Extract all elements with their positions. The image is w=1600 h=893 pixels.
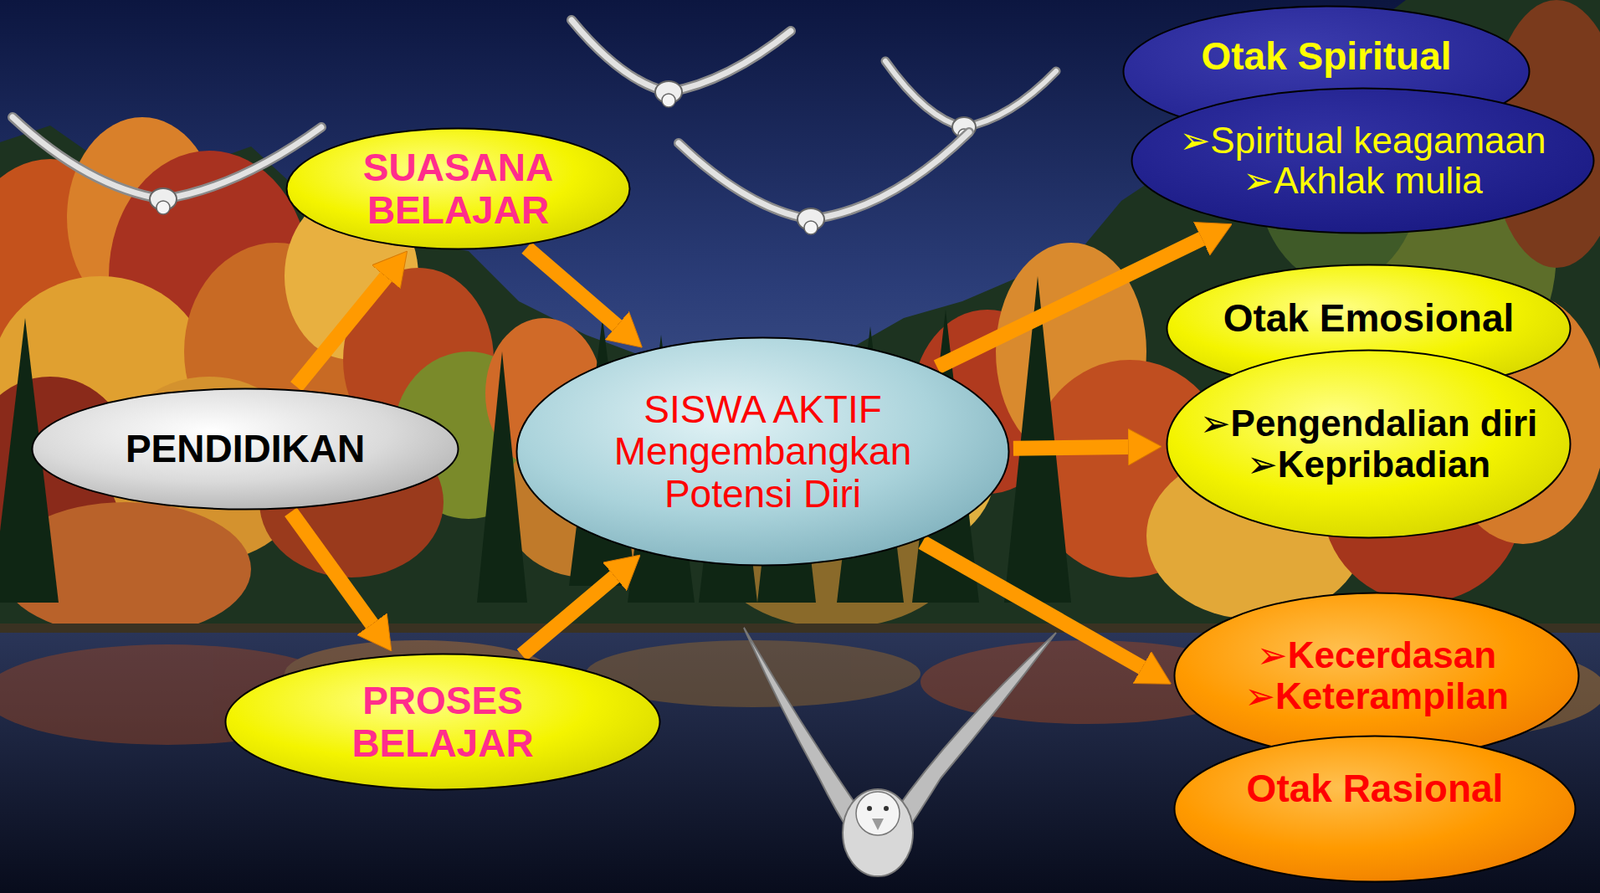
brain-title-ellipse: Otak Rasional	[1173, 734, 1577, 883]
ellipse-shape	[225, 654, 661, 790]
eagle-body	[842, 789, 913, 877]
ellipse-shape	[517, 338, 1010, 566]
flow-arrow	[296, 276, 387, 387]
ellipse-shape	[1174, 593, 1580, 759]
text-group: Otak Rasional	[1246, 767, 1504, 811]
bird	[678, 132, 970, 235]
ellipse-shape	[287, 128, 631, 250]
center-ellipse: SISWA AKTIFMengembangkan Potensi Diri	[515, 336, 1011, 567]
eagle-beak	[871, 818, 884, 831]
bird-wing	[885, 61, 1057, 128]
bird-wing	[571, 20, 791, 93]
eagle-eye	[866, 805, 872, 811]
flow-arrow	[526, 247, 618, 327]
flow-arrow	[522, 575, 616, 655]
autumn-foliage	[0, 0, 1600, 636]
flow-arrow	[937, 238, 1203, 368]
factor-ellipse: SUASANA BELAJAR	[285, 127, 631, 251]
brain-traits-ellipse: ➢Spiritual keagamaan➢Akhlak mulia	[1130, 87, 1595, 235]
bird-wing	[12, 117, 322, 200]
bird-wing	[571, 20, 791, 93]
brain-traits-ellipse: ➢Kecerdasan➢Keterampilan	[1173, 591, 1580, 760]
ellipse-shape	[1174, 736, 1576, 883]
sky	[0, 0, 1600, 636]
node-label: ➢Keterampilan	[1244, 676, 1509, 717]
node-label: PROSES BELAJAR	[329, 679, 556, 765]
brain-traits-ellipse: ➢Pengendalian diri➢Kepribadian	[1165, 348, 1572, 539]
ellipse-shape	[1132, 88, 1595, 234]
conifers	[0, 276, 1072, 603]
root-ellipse: PENDIDIKAN	[30, 387, 460, 511]
flow-arrow	[1013, 446, 1129, 449]
eagle-head	[856, 791, 900, 836]
ellipse-shape	[32, 389, 459, 510]
text-group: Otak Emosional	[1223, 297, 1515, 340]
node-label: Otak Spiritual	[1200, 35, 1452, 78]
node-label: ➢Spiritual keagamaan	[1179, 120, 1546, 161]
text-group: SISWA AKTIFMengembangkan Potensi Diri	[587, 388, 939, 516]
bird-head	[156, 200, 170, 215]
node-label: SUASANA BELAJAR	[345, 146, 572, 231]
eagle	[743, 627, 1057, 877]
bird	[12, 117, 322, 215]
flow-arrow	[290, 512, 373, 626]
bird-wing	[678, 132, 970, 220]
node-label: Mengembangkan Potensi Diri	[587, 430, 939, 515]
text-group: PENDIDIKAN	[125, 427, 365, 471]
text-group: ➢Kecerdasan➢Keterampilan	[1244, 635, 1509, 717]
forest-silhouette	[0, 0, 1600, 636]
node-label: ➢Kepribadian	[1246, 444, 1491, 485]
node-label: PENDIDIKAN	[125, 427, 365, 471]
bird	[571, 20, 791, 108]
text-group: PROSES BELAJAR	[329, 679, 556, 765]
eagle-wing	[894, 632, 1057, 837]
ellipse-shape	[1167, 350, 1571, 539]
flow-arrow	[922, 542, 1144, 668]
conifer	[476, 351, 528, 603]
node-label: ➢Pengendalian diri	[1200, 403, 1539, 444]
bird-wing	[678, 132, 970, 220]
node-label: ➢Akhlak mulia	[1242, 160, 1483, 201]
eagle-eye	[883, 805, 889, 811]
factor-ellipse: PROSES BELAJAR	[224, 652, 662, 791]
text-group: ➢Pengendalian diri➢Kepribadian	[1200, 403, 1539, 485]
node-label: ➢Kecerdasan	[1256, 635, 1497, 676]
node-label: Otak Emosional	[1223, 297, 1515, 340]
text-group: Otak Spiritual	[1200, 35, 1452, 78]
node-label: Otak Rasional	[1246, 767, 1504, 811]
bird-wing	[885, 61, 1057, 128]
bird-head	[804, 220, 818, 235]
eagle-wing	[743, 627, 862, 837]
bird-wing	[12, 117, 322, 200]
text-group: ➢Spiritual keagamaan➢Akhlak mulia	[1179, 120, 1546, 202]
bird-head	[661, 93, 676, 108]
node-label: SISWA AKTIF	[643, 388, 883, 431]
text-group: SUASANA BELAJAR	[345, 146, 572, 231]
